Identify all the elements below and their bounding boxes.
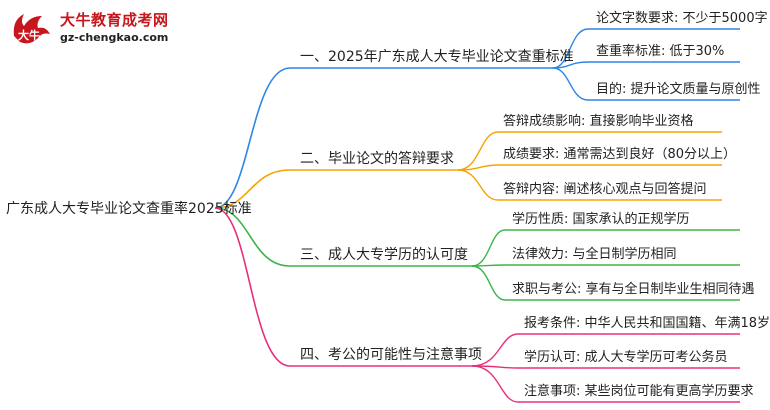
logo-title: 大牛教育成考网: [60, 11, 169, 29]
leaf-connector-4-3: [471, 365, 519, 403]
leaf-connector-2-3: [457, 169, 499, 201]
leaf-2-1: 答辩成绩影响: 直接影响毕业资格: [503, 114, 694, 129]
leaf-connector-3-1: [471, 229, 506, 267]
root-connector-4: [214, 207, 291, 367]
leaf-connector-2-2: [457, 164, 499, 171]
leaf-2-3: 答辩内容: 阐述核心观点与回答提问: [503, 182, 707, 197]
root-connector-3: [214, 207, 291, 267]
leaf-connector-1-2: [552, 61, 589, 69]
leaf-3-2: 法律效力: 与全日制学历相同: [512, 247, 677, 262]
leaf-1-3: 目的: 提升论文质量与原创性: [596, 82, 761, 97]
leaf-connector-1-3: [552, 67, 589, 101]
branch-1-label: 一、2025年广东成人大专毕业论文查重标准: [300, 49, 574, 65]
logo-badge-text: 大牛: [18, 28, 40, 42]
branch-3-label: 三、成人大专学历的认可度: [300, 247, 468, 263]
leaf-connector-4-1: [471, 333, 519, 367]
leaf-connector-3-3: [471, 265, 506, 301]
leaf-3-1: 学历性质: 国家承认的正规学历: [512, 212, 690, 227]
bull-logo-icon: 大牛: [13, 14, 50, 44]
leaf-4-3: 注意事项: 某些岗位可能有更高学历要求: [524, 384, 754, 399]
leaf-4-1: 报考条件: 中华人民共和国国籍、年满18岁: [524, 316, 770, 331]
leaf-2-2: 成绩要求: 通常需达到良好（80分以上）: [503, 147, 737, 162]
root-topic: 广东成人大专毕业论文查重率2025标准: [6, 201, 252, 217]
logo-url: gz-chengkao.com: [60, 31, 169, 44]
leaf-4-2: 学历认可: 成人大专学历可考公务员: [524, 350, 728, 365]
root-connector-1: [214, 67, 291, 209]
leaf-1-1: 论文字数要求: 不少于5000字: [596, 11, 768, 26]
leaf-connector-2-1: [457, 131, 499, 171]
root-connector-2: [214, 169, 291, 209]
branch-4-label: 四、考公的可能性与注意事项: [300, 347, 482, 363]
leaf-3-3: 求职与考公: 享有与全日制毕业生相同待遇: [512, 282, 755, 297]
branch-2-label: 二、毕业论文的答辩要求: [300, 151, 454, 167]
leaf-connector-1-1: [552, 28, 589, 69]
site-logo: 大牛 大牛教育成考网 gz-chengkao.com: [8, 6, 178, 50]
mind-map-connectors: [214, 28, 740, 403]
leaf-1-2: 查重率标准: 低于30%: [596, 44, 725, 59]
